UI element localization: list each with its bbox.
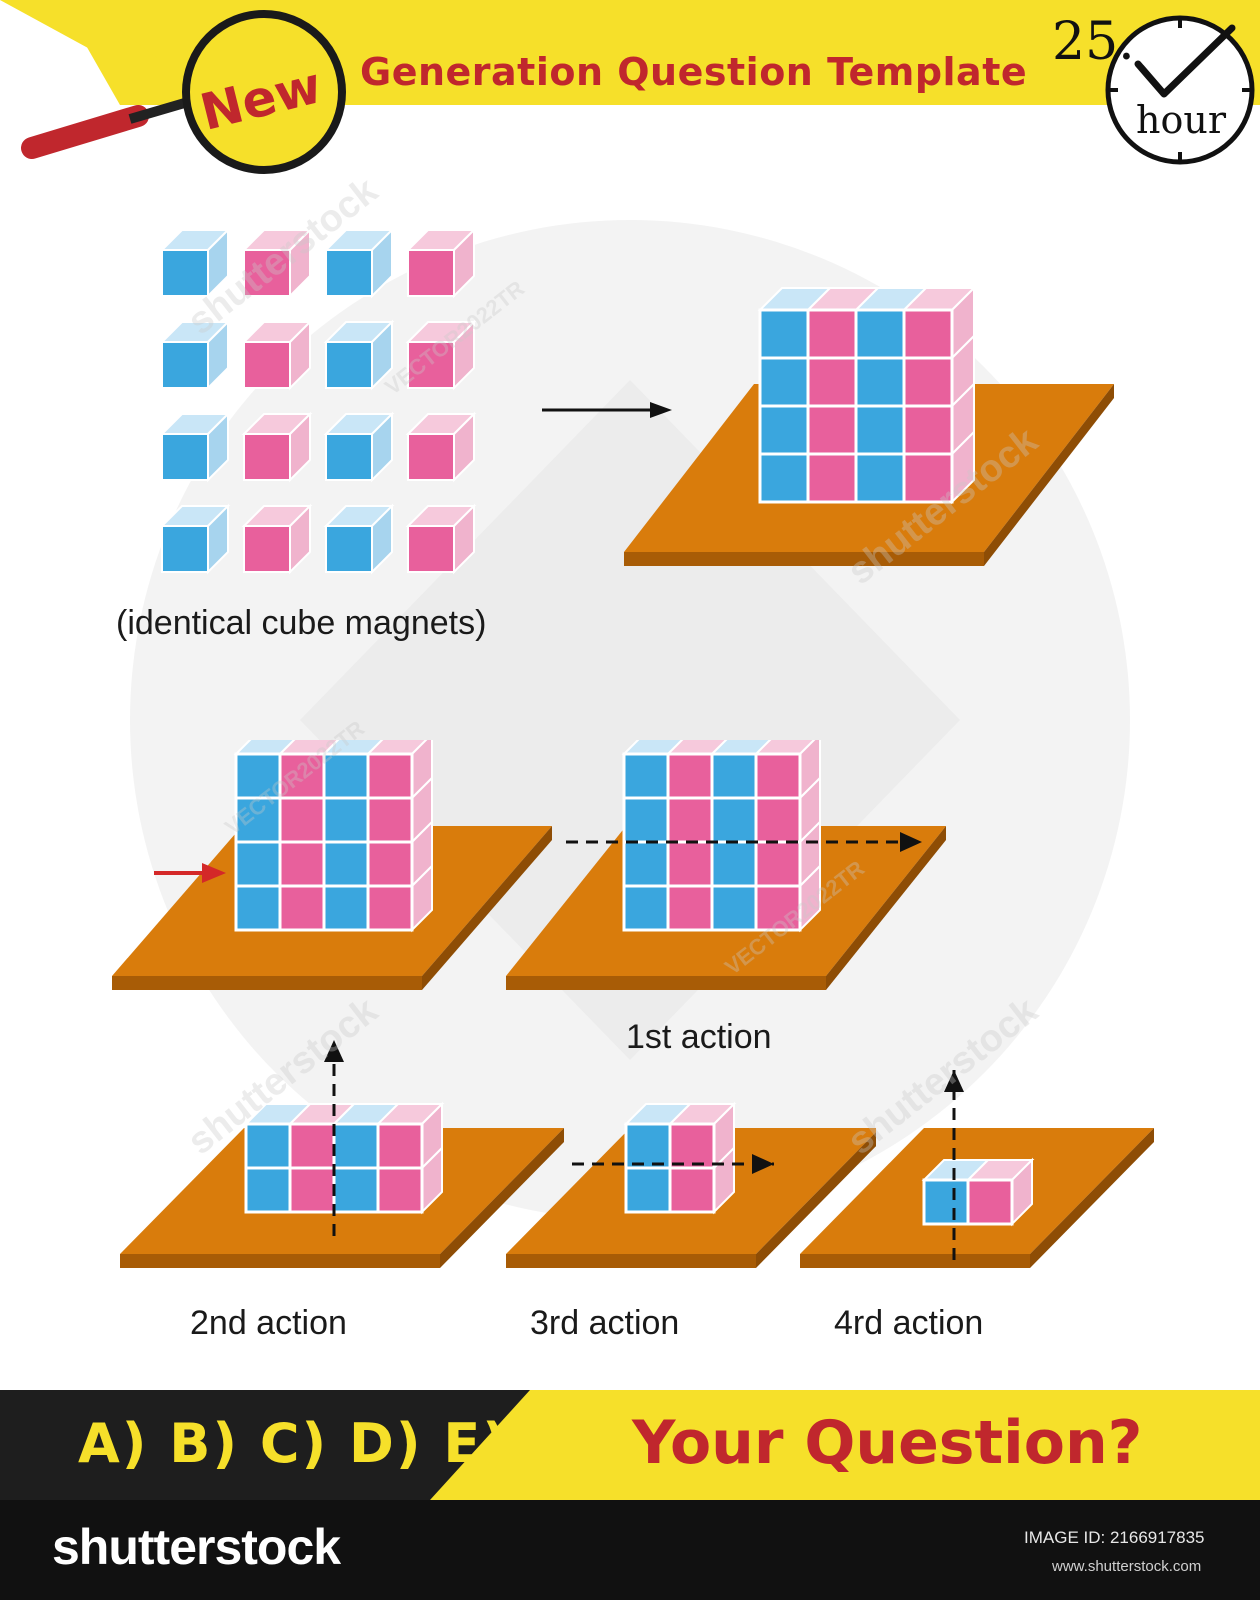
magnifier-icon — [21, 10, 346, 174]
action4-caption: 4rd action — [834, 1304, 984, 1342]
timer-unit: hour — [1136, 98, 1226, 142]
cube-magnet — [159, 411, 231, 483]
cube-magnet — [159, 319, 231, 391]
start-block-scene — [112, 740, 552, 990]
cube-magnet — [159, 227, 231, 299]
cube-magnet — [241, 227, 313, 299]
cube-magnet — [405, 503, 477, 575]
red-arrow-icon — [154, 863, 226, 883]
cube-block — [243, 1101, 445, 1215]
cube-block — [921, 1157, 1035, 1227]
cube-block — [623, 1101, 737, 1215]
cube-magnet — [405, 319, 477, 391]
arrow-right-icon — [566, 832, 922, 852]
cube-block — [621, 740, 821, 933]
checkmark-icon — [1134, 24, 1236, 98]
page-title: Generation Question Template — [360, 50, 1028, 94]
action3-scene — [506, 1101, 876, 1268]
cube-magnets-grid — [159, 227, 477, 575]
action4-scene — [800, 1070, 1154, 1268]
arrow-right-icon — [542, 402, 672, 418]
cube-magnet — [323, 227, 395, 299]
answer-options: A) B) C) D) E) — [78, 1412, 509, 1475]
arrow-up-icon — [324, 1040, 344, 1236]
cube-magnet — [241, 319, 313, 391]
action1-scene — [506, 740, 946, 990]
magnets-caption: (identical cube magnets) — [116, 604, 487, 642]
question-text: Your Question? — [632, 1408, 1143, 1478]
clock-icon — [1105, 15, 1255, 165]
timer-number: 25. — [1052, 12, 1135, 72]
cube-block — [233, 740, 433, 933]
cube-block — [757, 285, 977, 505]
action2-scene — [120, 1040, 564, 1268]
assembled-block-scene — [624, 285, 1114, 566]
stock-site: www.shutterstock.com — [1052, 1558, 1202, 1575]
cube-magnet — [405, 411, 477, 483]
cube-magnet — [241, 503, 313, 575]
cube-magnet — [241, 411, 313, 483]
cube-magnet — [323, 411, 395, 483]
cube-magnet — [323, 319, 395, 391]
stock-brand-logo: shutterstock — [52, 1519, 341, 1575]
action2-caption: 2nd action — [190, 1304, 347, 1342]
cube-magnet — [323, 503, 395, 575]
arrow-right-icon — [572, 1154, 774, 1174]
action1-caption: 1st action — [626, 1018, 772, 1056]
cube-magnet — [159, 503, 231, 575]
cube-magnet — [405, 227, 477, 299]
image-id: IMAGE ID: 2166917835 — [1024, 1528, 1205, 1547]
arrow-up-icon — [944, 1070, 964, 1260]
action3-caption: 3rd action — [530, 1304, 680, 1342]
